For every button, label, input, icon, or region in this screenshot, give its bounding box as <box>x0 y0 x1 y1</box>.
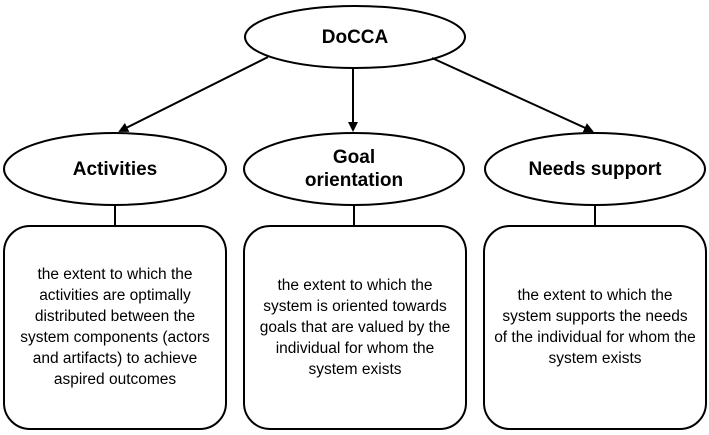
needs-support-node-label: Needs support <box>528 158 662 180</box>
needs-support-description-text: the extent to which the system supports … <box>494 287 696 367</box>
root-node-ellipse <box>244 5 466 69</box>
arrow-to-needs-support <box>431 57 594 133</box>
needs-support-description-box <box>483 225 707 430</box>
goal-orientation-description-box <box>243 225 467 430</box>
goal-orientation-node-label: Goal orientation <box>244 146 464 192</box>
goal-orientation-label-line-1: Goal <box>332 147 376 168</box>
goal-orientation-label-line-2: orientation <box>304 170 404 191</box>
activities-description-text: the extent to which the activities are o… <box>20 266 210 388</box>
root-node-label: DoCCA <box>321 26 389 48</box>
activities-description-box <box>3 225 227 430</box>
goal-orientation-description-text: the extent to which the system is orient… <box>259 276 451 378</box>
arrow-to-activities <box>118 56 269 132</box>
activities-node-label: Activities <box>72 158 158 180</box>
